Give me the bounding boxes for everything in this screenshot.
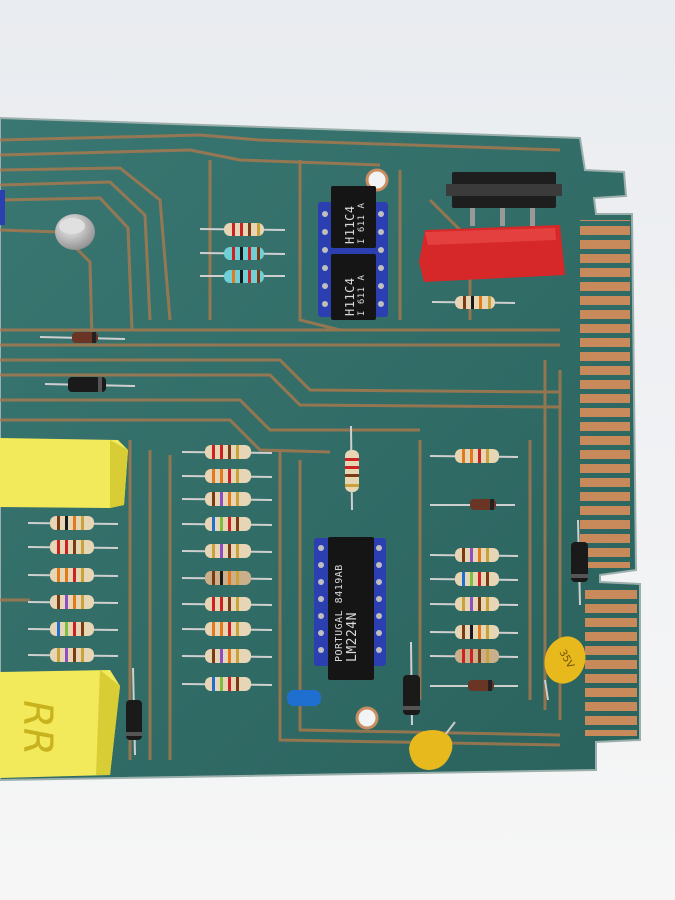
resistor-vertical-middle xyxy=(345,425,359,511)
diode-4 xyxy=(403,641,420,726)
edge-connector-upper xyxy=(580,220,630,568)
resistor-group-top xyxy=(199,223,516,309)
red-film-capacitor xyxy=(419,225,565,282)
resistor xyxy=(429,449,519,463)
diode-3 xyxy=(126,667,142,756)
resistor xyxy=(429,649,519,663)
resistor xyxy=(27,516,119,530)
resistor xyxy=(429,597,519,611)
copper-traces xyxy=(0,133,562,760)
yellow-film-capacitor-bottom xyxy=(0,670,120,778)
lm224-chip xyxy=(328,537,374,680)
optocoupler-2-label: H11C4 I 611 A xyxy=(343,274,367,316)
blue-ceramic-capacitor xyxy=(287,690,321,706)
optocoupler-chip-1 xyxy=(331,186,376,248)
blue-component-left xyxy=(0,190,5,225)
optocoupler-1-label: H11C4 I 611 A xyxy=(343,202,367,244)
lm224-label: PORTUGAL 8419AB LM224N xyxy=(334,564,360,662)
resistor xyxy=(27,595,119,609)
resistor xyxy=(181,544,273,558)
resistor-column-right xyxy=(429,449,519,663)
resistor xyxy=(181,445,273,459)
diode-1 xyxy=(39,332,126,343)
diode-6 xyxy=(430,499,515,510)
diode-7 xyxy=(430,680,518,691)
yellow-film-capacitor-top xyxy=(0,438,128,508)
resistor-column-middle xyxy=(181,445,273,691)
pcb-board xyxy=(0,116,641,782)
resistor xyxy=(27,568,119,582)
resistor xyxy=(27,622,119,636)
resistor xyxy=(429,625,519,639)
diode-2 xyxy=(44,377,136,392)
edge-connector-lower xyxy=(585,588,637,736)
resistor xyxy=(429,548,519,562)
resistor xyxy=(181,469,273,483)
diode-5 xyxy=(571,519,588,606)
resistor xyxy=(181,597,273,611)
resistor xyxy=(27,540,119,554)
resistor xyxy=(429,572,519,586)
film-capacitor-marking: RR xyxy=(14,700,60,756)
resistor xyxy=(181,492,273,506)
resistor xyxy=(181,677,273,691)
tantalum-capacitor-bottom xyxy=(409,721,456,770)
resistor-column-left xyxy=(27,516,119,662)
mounting-hole-top xyxy=(365,168,389,192)
resistor xyxy=(181,649,273,663)
tantalum-capacitor-right xyxy=(544,636,586,701)
resistor xyxy=(181,622,273,636)
transistor-can xyxy=(55,214,95,250)
optocoupler-chip-2 xyxy=(331,254,376,320)
resistor xyxy=(181,571,273,585)
mounting-hole-bottom xyxy=(355,706,379,730)
resistor xyxy=(27,648,119,662)
resistor xyxy=(181,517,273,531)
voltage-regulator xyxy=(446,172,562,226)
